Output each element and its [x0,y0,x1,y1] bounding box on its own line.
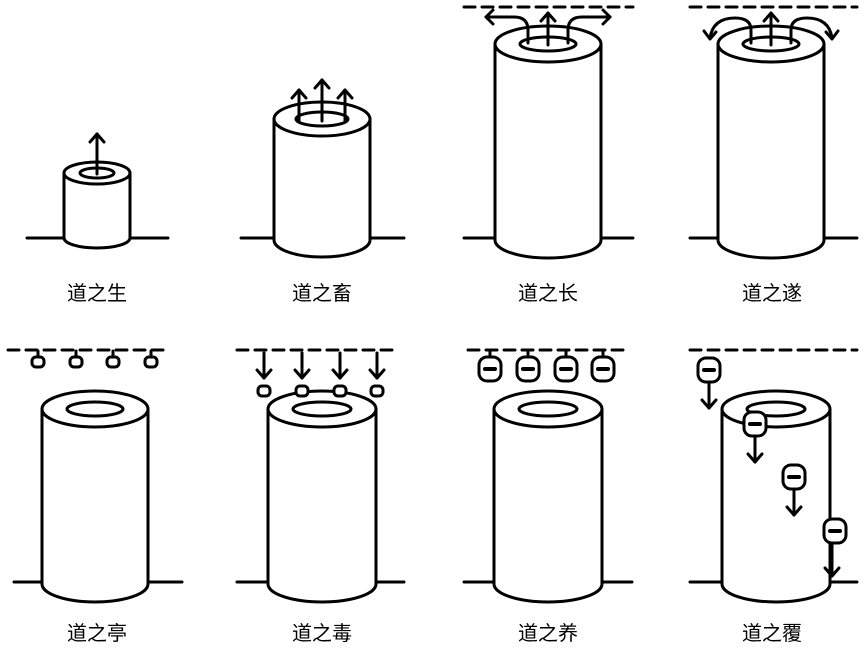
panel-5-ting [6,348,184,604]
panel-6-du [235,348,406,604]
curving-arrows [702,11,840,47]
tube-body [62,171,132,250]
up-arrows [290,78,354,123]
descending-droplets [255,351,386,398]
tube-top-outer [40,389,150,429]
tube-body [493,42,603,260]
caption-ting: 道之亭 [67,621,127,645]
caption-sui: 道之遂 [742,281,802,305]
tube-top-inner [517,400,579,418]
tube-top-outer [266,389,378,429]
tube-body [272,117,372,259]
panel-3-zhang [462,5,635,260]
tube-body [40,407,150,604]
panel-4-sui [688,5,859,260]
spreading-arrows [484,8,612,47]
tube-body [266,407,378,604]
panel-2-xu [239,78,406,259]
caption-sheng: 道之生 [67,281,127,305]
tube-top-inner [745,400,807,418]
caption-yang: 道之养 [518,621,578,645]
caption-zhang: 道之长 [518,281,578,305]
caption-fu: 道之覆 [742,621,802,645]
tube-top-outer [492,389,604,429]
hanging-droplets [30,349,159,369]
panel-7-yang [462,348,634,604]
tube-body [720,407,832,604]
caption-xu: 道之畜 [292,281,352,305]
tube-top-inner [291,400,353,418]
tube-top-outer [720,389,832,429]
minus-pods [477,349,616,383]
falling-pods [696,356,848,578]
panel-1-sheng [25,132,170,250]
panel-8-fu [688,348,859,604]
caption-du: 道之毒 [292,621,352,645]
tube-body [716,42,826,260]
tube-body [492,407,604,604]
tube-top-inner [65,400,125,418]
